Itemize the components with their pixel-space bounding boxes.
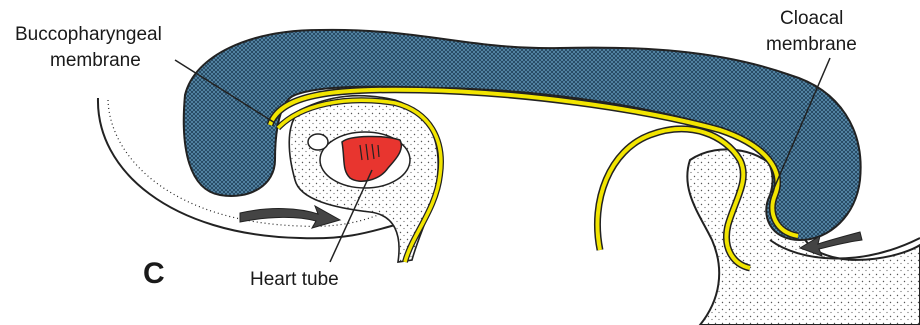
arrow-left	[240, 206, 340, 228]
label-buccopharyngeal-line2: membrane	[50, 50, 141, 71]
label-cloacal-line2: membrane	[766, 34, 857, 55]
label-heart-tube: Heart tube	[250, 269, 339, 290]
label-buccopharyngeal-line1: Buccopharyngeal	[15, 24, 162, 45]
panel-letter: C	[143, 257, 165, 290]
label-cloacal-line1: Cloacal	[780, 8, 843, 29]
small-cavity	[308, 134, 328, 150]
